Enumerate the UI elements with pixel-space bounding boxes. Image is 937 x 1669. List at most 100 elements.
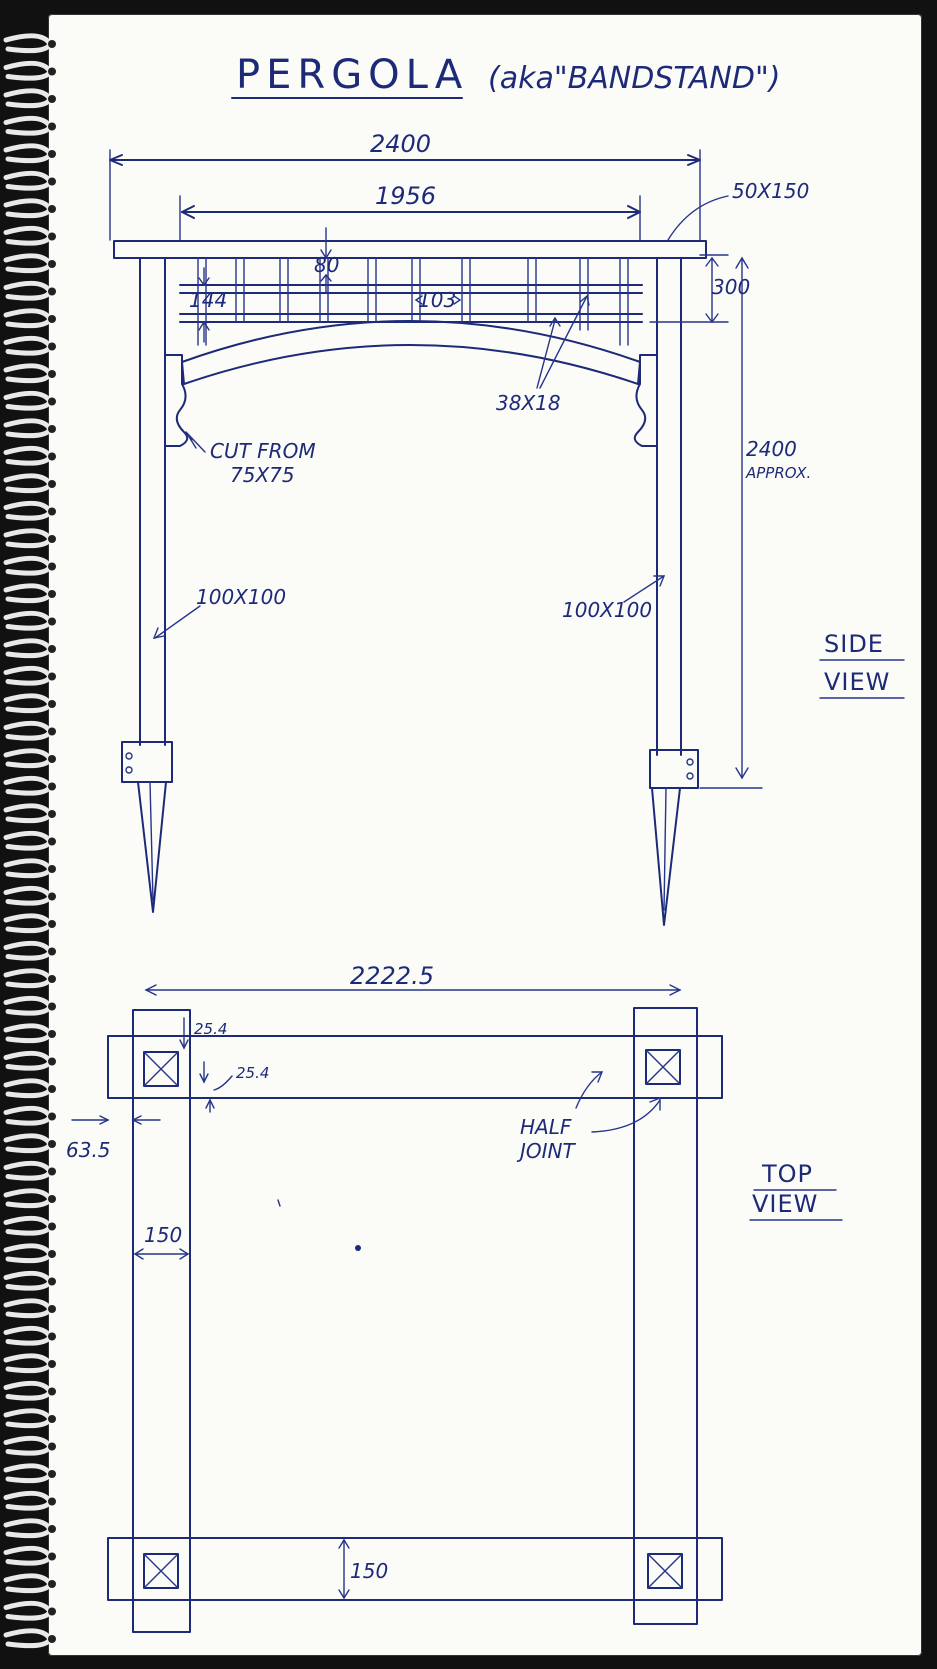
binding-hole — [48, 507, 56, 516]
lower-rail — [107, 1537, 723, 1601]
dim-103: 103 — [418, 288, 456, 312]
binding-hole — [48, 1195, 56, 1203]
binding-hole — [48, 260, 56, 268]
dim-300: 300 — [712, 275, 750, 299]
binding-hole — [48, 452, 56, 461]
offset-b: 25.4 — [236, 1064, 269, 1082]
binding-hole — [48, 1387, 56, 1396]
binding-hole — [48, 1360, 56, 1368]
rail-width: 150 — [350, 1559, 388, 1583]
binding-hole — [48, 1635, 56, 1643]
binding-hole — [48, 1085, 56, 1093]
binding-hole — [48, 397, 56, 406]
right-post-spike — [651, 787, 681, 926]
binding-hole — [48, 782, 56, 791]
bracket-note-line1: CUT FROM — [210, 439, 316, 463]
binding-hole — [48, 1057, 56, 1066]
height-value: 2400 — [746, 437, 797, 461]
binding-hole — [48, 975, 56, 983]
binding-hole — [48, 1580, 56, 1588]
side-view-label-line1: SIDE — [824, 630, 884, 658]
binding-hole — [48, 562, 56, 571]
binding-hole — [48, 1415, 56, 1423]
bracket-note-line2: 75X75 — [230, 463, 295, 487]
binding-hole — [48, 1250, 56, 1258]
dim-80: 80 — [314, 253, 339, 277]
top-view-label-line2: VIEW — [752, 1190, 818, 1218]
dim-144: 144 — [189, 288, 227, 312]
spiral-binding — [3, 33, 56, 1649]
binding-hole — [48, 810, 56, 818]
binding-hole — [48, 205, 56, 213]
binding-hole — [48, 1140, 56, 1148]
side-inner-width: 1956 — [375, 182, 436, 210]
binding-hole — [48, 177, 56, 186]
binding-hole — [48, 370, 56, 378]
binding-hole — [48, 1112, 56, 1121]
top-overall-width: 2222.5 — [350, 962, 434, 990]
binding-hole — [48, 1497, 56, 1506]
right-bracket — [633, 354, 658, 447]
top-view: 2222.5 — [66, 962, 843, 1633]
binding-hole — [48, 1222, 56, 1231]
binding-hole — [48, 1442, 56, 1451]
top-beam — [113, 240, 707, 259]
side-view-label-line2: VIEW — [824, 668, 890, 696]
binding-hole — [48, 150, 56, 158]
half-joint-line1: HALF — [520, 1115, 572, 1139]
binding-hole — [48, 315, 56, 323]
binding-hole — [48, 232, 56, 241]
left-bracket — [164, 354, 189, 447]
binding-hole — [48, 1525, 56, 1533]
top-view-label-line1: TOP — [761, 1160, 813, 1188]
binding-hole — [48, 122, 56, 131]
top-beam-size: 50X150 — [732, 179, 809, 203]
binding-hole — [48, 287, 56, 296]
binding-hole — [48, 67, 56, 76]
notebook-page — [48, 14, 922, 1656]
upper-rail — [107, 1035, 723, 1099]
binding-hole — [48, 342, 56, 351]
lattice-slats — [197, 257, 629, 346]
binding-hole — [48, 1002, 56, 1011]
drawing-title: PERGOLA — [236, 52, 468, 98]
binding-hole — [48, 837, 56, 846]
binding-hole — [48, 892, 56, 901]
beam-width: 150 — [144, 1223, 182, 1247]
post-bottom-left — [143, 1553, 179, 1589]
post-bottom-right — [647, 1553, 683, 1589]
right-post-size: 100X100 — [562, 598, 652, 622]
offset-a: 25.4 — [194, 1020, 227, 1038]
right-beam — [633, 1007, 698, 1625]
binding-hole — [48, 727, 56, 736]
binding-hole — [48, 645, 56, 653]
binding-hole — [48, 590, 56, 598]
binding-hole — [48, 1607, 56, 1616]
title-block: PERGOLA (aka"BANDSTAND") — [231, 52, 780, 99]
binding-hole — [48, 480, 56, 488]
binding-hole — [48, 920, 56, 928]
binding-hole — [48, 1332, 56, 1341]
binding-hole — [48, 700, 56, 708]
post-top-right — [645, 1049, 681, 1085]
arch-bottom — [183, 344, 639, 385]
left-beam — [132, 1009, 191, 1633]
binding-hole — [48, 425, 56, 433]
binding-hole — [48, 1277, 56, 1286]
binding-hole — [48, 755, 56, 763]
binding-hole — [48, 617, 56, 626]
post-top-left — [143, 1051, 179, 1087]
side-overall-width: 2400 — [370, 130, 431, 158]
overhang: 63.5 — [66, 1138, 111, 1162]
side-view: 2400 1956 50X150 — [109, 130, 905, 926]
binding-hole — [48, 1030, 56, 1038]
arch-top — [181, 320, 641, 363]
binding-hole — [48, 535, 56, 543]
binding-hole — [48, 95, 56, 103]
binding-hole — [48, 672, 56, 681]
left-post-shoe — [121, 741, 173, 783]
binding-hole — [48, 1552, 56, 1561]
half-joint-line2: JOINT — [516, 1139, 577, 1163]
